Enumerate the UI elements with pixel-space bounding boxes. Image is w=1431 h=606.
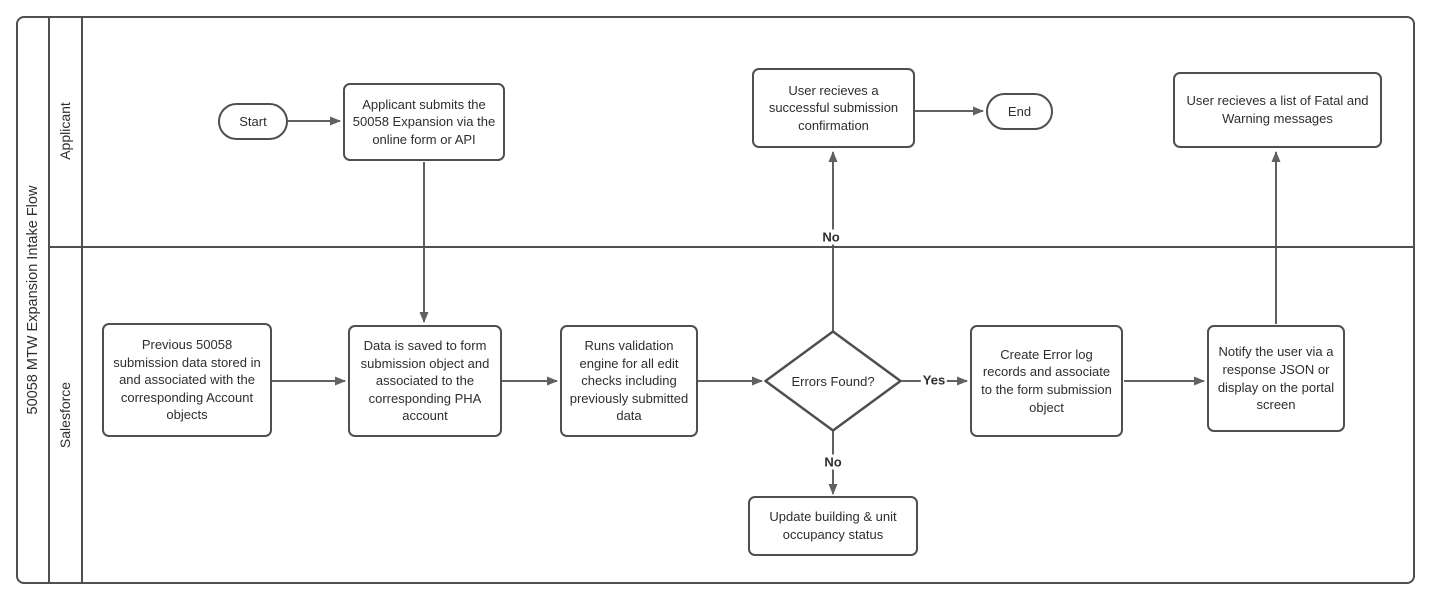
decision-diamond-shape	[764, 330, 902, 432]
runs-validation-node: Runs validation engine for all edit chec…	[560, 325, 698, 437]
decision-label: Errors Found?	[791, 373, 875, 389]
data-saved-node: Data is saved to form submission object …	[348, 325, 502, 437]
create-error-log-node: Create Error log records and associate t…	[970, 325, 1123, 437]
end-node: End	[986, 93, 1053, 130]
start-node: Start	[218, 103, 288, 140]
errors-found-decision-node: Errors Found?	[764, 330, 902, 432]
applicant-submits-node: Applicant submits the 50058 Expansion vi…	[343, 83, 505, 161]
notify-user-node: Notify the user via a response JSON or d…	[1207, 325, 1345, 432]
previous-submission-data-node: Previous 50058 submission data stored in…	[102, 323, 272, 437]
edge-label-yes: Yes	[920, 372, 948, 388]
pool-frame	[16, 16, 1415, 584]
edge-label-no-to-update: No	[822, 454, 844, 470]
lane-label-applicant: Applicant	[57, 102, 73, 160]
fatal-warning-messages-node: User recieves a list of Fatal and Warnin…	[1173, 72, 1382, 148]
lane-label-salesforce: Salesforce	[57, 381, 73, 449]
success-confirmation-node: User recieves a successful submission co…	[752, 68, 915, 148]
edge-label-no-to-success: No	[820, 229, 842, 245]
lane-label-divider	[81, 16, 83, 584]
pool-title: 50058 MTW Expansion Intake Flow	[25, 185, 41, 415]
update-building-node: Update building & unit occupancy status	[748, 496, 918, 556]
pool-title-divider	[48, 16, 50, 584]
lane-divider	[48, 246, 1415, 248]
